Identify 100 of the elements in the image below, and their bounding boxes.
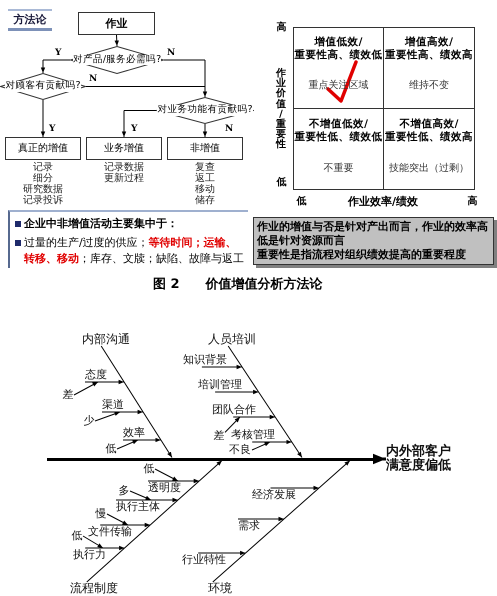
arrow	[122, 110, 126, 138]
example-text: 记录	[33, 162, 53, 173]
cause-arrow	[150, 498, 178, 502]
section-label: 方法论	[8, 9, 52, 31]
cause-label: 渠道	[102, 398, 125, 412]
cause-arrow	[270, 486, 320, 490]
bone-line	[124, 524, 151, 548]
bone-line	[274, 416, 292, 442]
bone-line	[242, 366, 260, 392]
connector-line	[204, 60, 206, 87]
bone-arrow	[198, 460, 222, 482]
arrow	[40, 100, 46, 138]
modifier-arrow	[252, 442, 270, 450]
note-box	[253, 217, 494, 265]
quadrant-title: 重要性低、绩效低	[294, 131, 382, 144]
spine-arrow	[373, 454, 386, 464]
bone-line	[100, 346, 125, 382]
cause-label: 文件传输	[88, 525, 133, 538]
bone-line	[212, 552, 246, 582]
cause-arrow	[98, 380, 125, 384]
edge-label: Y	[131, 125, 138, 134]
note-text: 作业的增值与否是针对产出而言，作业的效率高低是针对资源而言	[257, 220, 489, 248]
arrow	[40, 60, 46, 74]
bone-line	[284, 488, 320, 520]
bone-line	[142, 412, 162, 440]
cause-arrow	[198, 550, 246, 556]
process-box: 业务增值	[86, 137, 162, 160]
cause-arrow	[201, 364, 243, 370]
modifier-arrow	[224, 416, 240, 433]
connector-line	[124, 110, 156, 111]
cause-label: 考核管理	[231, 428, 276, 442]
edge-label: N	[167, 49, 176, 58]
modifier-arrow	[94, 412, 120, 422]
bone-arrow	[291, 442, 302, 458]
edge-label: Y	[55, 49, 62, 58]
modifier-label: 差	[62, 389, 74, 401]
modifier-label: 不良	[229, 444, 252, 456]
cause-arrow	[128, 522, 151, 528]
bone-line	[178, 480, 200, 500]
category-label: 内部沟通	[82, 333, 130, 346]
quadrant-title: 增值低效/	[314, 36, 362, 48]
example-text: 返工	[195, 173, 215, 184]
process-box: 非增值	[167, 137, 243, 160]
example-text: 储存	[195, 195, 215, 206]
quadrant-text: 技能突出（过剩）	[389, 162, 469, 175]
edge-label: N	[89, 75, 98, 84]
cause-arrow	[138, 438, 162, 442]
axis-tick-label: 高	[276, 22, 287, 34]
effect-label: 内外部客户满意度偏低	[386, 445, 452, 473]
edge-label: Y	[49, 125, 56, 134]
modifier-arrow	[154, 468, 178, 482]
modifier-label: 慢	[95, 508, 107, 520]
modifier-label: 多	[118, 485, 130, 497]
modifier-arrow	[106, 514, 128, 526]
cause-arrow	[240, 414, 276, 420]
bone-line	[245, 518, 284, 554]
modifier-label: 少	[83, 415, 95, 427]
quadrant-title: 重要性低、绩效高	[385, 131, 473, 144]
axis-tick-label: 高	[467, 196, 478, 208]
spine-bar	[47, 458, 373, 460]
bone-arrow	[318, 460, 350, 488]
bone-line	[228, 346, 243, 368]
arrow	[202, 124, 208, 138]
modifier-label: 低	[71, 530, 83, 542]
arrow	[202, 86, 208, 98]
cause-label: 效率	[123, 426, 145, 440]
modifier-label: 差	[213, 430, 225, 442]
connector-line	[86, 86, 206, 87]
quadrant-text: 不重要	[324, 162, 354, 175]
axis-tick-label: 低	[296, 196, 307, 208]
bone-line	[258, 392, 276, 418]
example-text: 更新过程	[104, 173, 144, 184]
cause-line	[148, 480, 178, 482]
cause-arrow	[178, 478, 200, 484]
axis-label: 作业效率/绩效	[347, 195, 419, 208]
modifier-label: 低	[143, 463, 155, 475]
bone-line	[86, 548, 126, 582]
quadrant-title: 不增值低效/	[309, 118, 368, 131]
category-label: 环境	[208, 582, 232, 595]
edge-label: N	[225, 125, 234, 134]
quadrant-title: 不增值高效/	[400, 118, 458, 131]
matrix-quadrant	[383, 27, 475, 109]
decision-diamond: 对产品/服务必需吗?	[70, 46, 164, 74]
cause-arrow	[238, 516, 284, 522]
cause-label: 行业特性	[182, 553, 227, 566]
cause-label: 执行主体	[116, 500, 161, 513]
cause-label: 团队合作	[212, 403, 257, 417]
modifier-arrow	[82, 536, 104, 548]
cause-label: 经济发展	[252, 488, 297, 501]
cause-arrow	[214, 390, 260, 394]
cause-arrow	[120, 410, 144, 414]
example-text: 移动	[195, 184, 215, 195]
modifier-arrow	[116, 440, 138, 450]
matrix-quadrant	[383, 108, 475, 190]
decision-diamond: 对业务功能有贡献吗?	[156, 97, 254, 124]
modifier-label: 低	[105, 443, 117, 455]
note-text: 重要性是指流程对组织绩效提高的重要程度	[257, 248, 467, 262]
axis-label: 作业价值/重要性	[275, 69, 287, 151]
modifier-arrow	[74, 382, 98, 396]
cause-label: 执行力	[73, 548, 107, 561]
